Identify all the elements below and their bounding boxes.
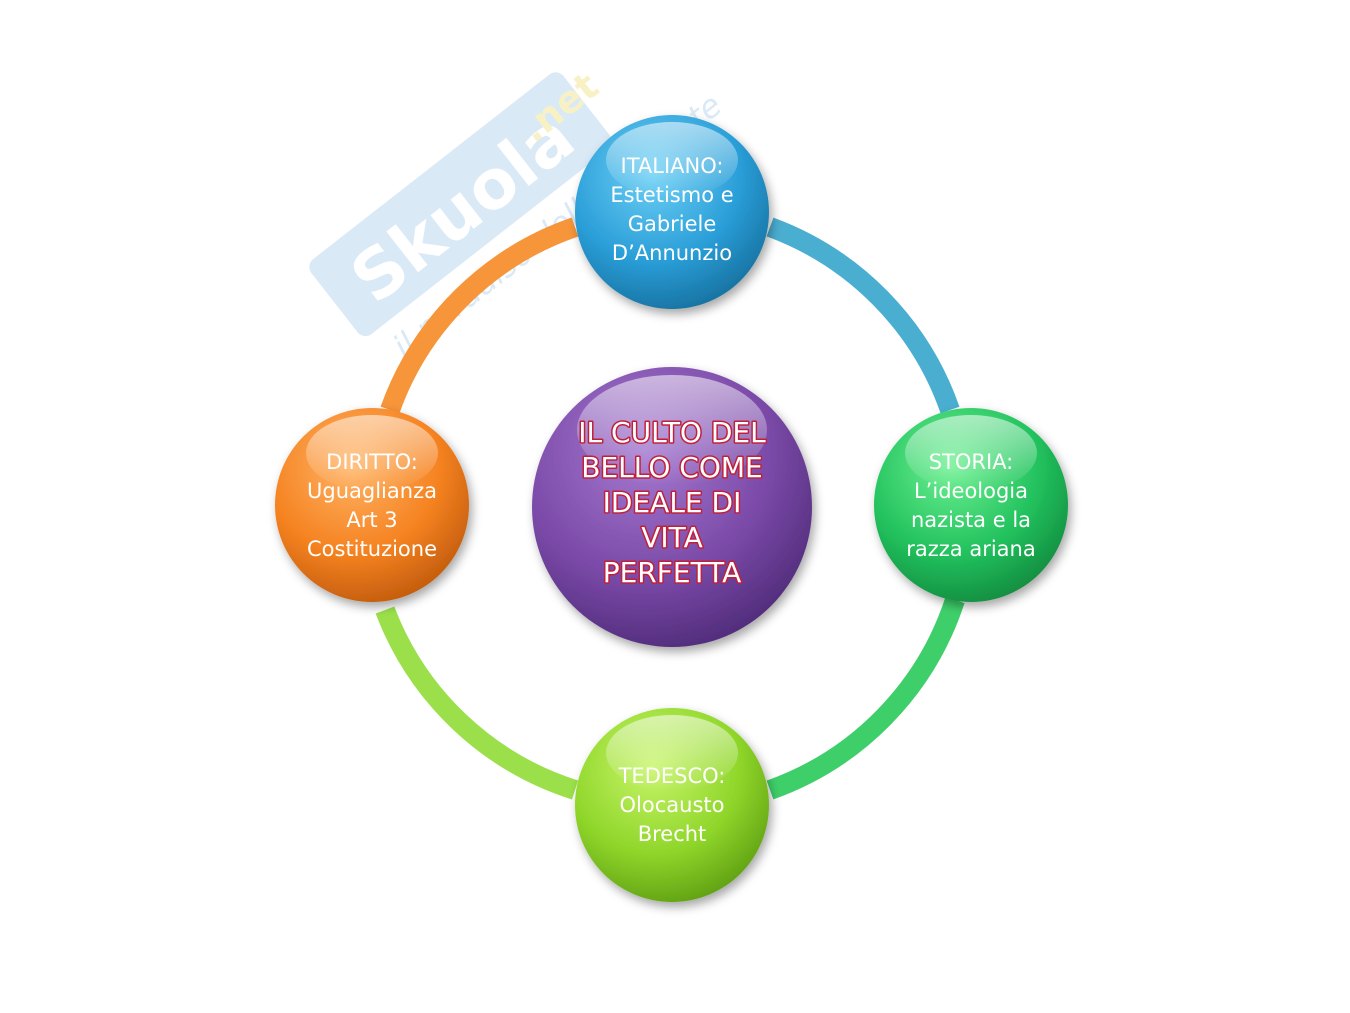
- node-diritto-line-1: DIRITTO:: [326, 450, 418, 474]
- center-line-3: IDEALE DI: [603, 486, 742, 519]
- ring-arc-storia-tedesco: [766, 596, 965, 800]
- node-diritto-gloss: [306, 415, 438, 491]
- node-storia: STORIA: L’ideologia nazista e la razza a…: [874, 408, 1068, 602]
- center-line-1: IL CULTO DEL: [578, 416, 766, 449]
- ring-arc-tedesco-diritto: [375, 606, 579, 800]
- node-tedesco-gloss: [606, 715, 738, 791]
- center-topic: [532, 367, 812, 647]
- node-storia-line-4: razza ariana: [906, 537, 1035, 561]
- node-tedesco-line-3: Brecht: [638, 822, 707, 846]
- node-storia-line-2: L’ideologia: [914, 479, 1028, 503]
- center-line-5: PERFETTA: [603, 556, 742, 589]
- node-tedesco-line-1: TEDESCO:: [618, 764, 726, 788]
- watermark-badge: [309, 72, 612, 337]
- node-italiano-line-4: D’Annunzio: [612, 241, 732, 265]
- connecting-ring: [375, 217, 965, 800]
- ring-arc-italiano-storia: [766, 217, 960, 414]
- center-gloss: [577, 375, 767, 485]
- node-tedesco-line-2: Olocausto: [620, 793, 725, 817]
- node-italiano-line-2: Estetismo e: [610, 183, 733, 207]
- node-tedesco: TEDESCO: Olocausto Brecht: [575, 708, 769, 902]
- node-diritto-line-2: Uguaglianza: [307, 479, 437, 503]
- center-label: IL CULTO DEL BELLO COME IDEALE DI VITA P…: [577, 415, 768, 591]
- node-storia-line-1: STORIA:: [929, 450, 1014, 474]
- node-italiano-line-1: ITALIANO:: [621, 154, 724, 178]
- center-line-2: BELLO COME: [581, 451, 762, 484]
- node-diritto-line-4: Costituzione: [307, 537, 437, 561]
- node-storia-gloss: [905, 415, 1037, 491]
- center-line-4: VITA: [641, 521, 703, 554]
- node-diritto: DIRITTO: Uguaglianza Art 3 Costituzione: [275, 408, 469, 602]
- node-storia-line-3: nazista e la: [911, 508, 1031, 532]
- node-diritto-line-3: Art 3: [346, 508, 397, 532]
- node-italiano-line-3: Gabriele: [628, 212, 717, 236]
- node-italiano: ITALIANO: Estetismo e Gabriele D’Annunzi…: [575, 115, 769, 309]
- node-italiano-gloss: [606, 122, 738, 198]
- ring-arc-diritto-italiano: [380, 217, 579, 414]
